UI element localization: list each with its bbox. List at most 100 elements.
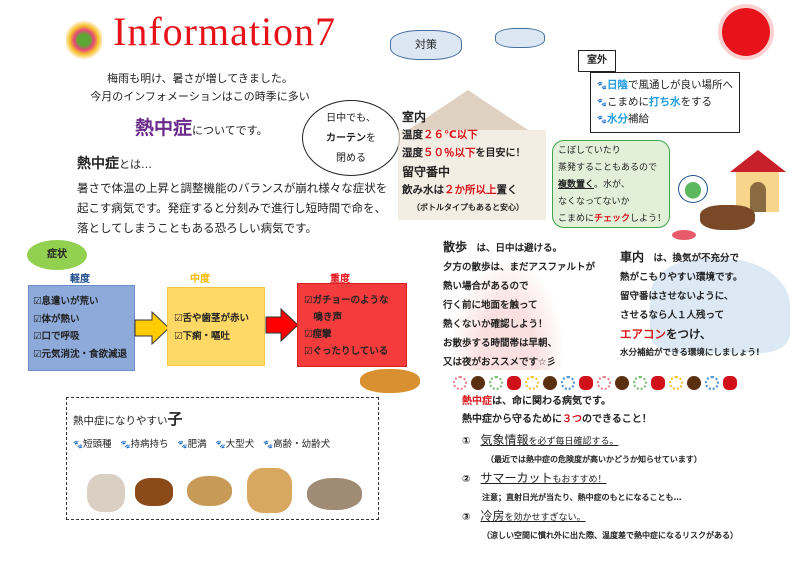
level-severe-label: 重度 xyxy=(330,274,350,285)
about-text: 暑さで体温の上昇と調整機能のバランスが崩れ様々な症状を 起こす病気です。発症する… xyxy=(77,178,417,238)
bubble-line: なくなってないか xyxy=(558,197,630,207)
water-suffix: 置く xyxy=(496,184,518,196)
lantern-icon xyxy=(687,376,701,390)
water-check-bubble: こぼしていたり 蒸発することもあるので 複数置く。水が、 なくなってないか こま… xyxy=(552,140,670,228)
cloud-icon xyxy=(495,28,545,48)
prone-title: 熱中症になりやすい子 xyxy=(73,408,183,429)
outdoor-item: 🐾水分補給 xyxy=(597,111,733,128)
intro-line: 梅雨も明け、暑さが増してきました。 xyxy=(107,72,293,85)
prone-dogs-box: 熱中症になりやすい子 🐾短頭種 🐾持病持ち 🐾肥満 🐾大型犬 🐾高齢・幼齢犬 xyxy=(66,397,379,520)
car-line: させるなら人１人残って xyxy=(620,310,725,321)
car-heading-suffix: は、換気が不充分で xyxy=(653,253,740,264)
curtain-speech-bubble: 日中でも、 カーテンを 閉める xyxy=(302,100,400,176)
water-value: ２か所以上 xyxy=(444,184,497,196)
indoor-heading: 室内 xyxy=(402,110,427,124)
car-line: 水分補給ができる環境にしましょう! xyxy=(620,348,760,358)
decorative-border xyxy=(453,376,741,392)
symptom-item: ☑下痢・嘔吐 xyxy=(174,331,231,342)
intro-line: 今月のインフォメーションはこの時季に多い xyxy=(90,90,310,103)
tip-note: 注意；直射日光が当たり、熱中症のもとになることも… xyxy=(482,493,682,502)
indoor-section: 室内 温度２６℃以下 湿度５０％以下を目安に！ 留守番中 飲み水は２か所以上置く… xyxy=(402,108,526,217)
walk-line: 行く前に地面を触って xyxy=(443,300,538,311)
tanabata-icon xyxy=(66,18,102,62)
food-bowl-icon xyxy=(672,230,696,240)
lantern-icon xyxy=(471,376,485,390)
tip-item: ② サマーカットもおすすめ！ xyxy=(462,471,607,485)
tip-note: （最近では熱中症の危険度が高いかどうか知らせています） xyxy=(486,455,702,464)
symptom-item: ☑ぐったりしている xyxy=(304,346,389,357)
humidity-value: ５０％以下 xyxy=(423,147,476,159)
sun-icon xyxy=(722,8,770,56)
lantern-icon xyxy=(615,376,629,390)
symptom-item: ☑舌や歯茎が赤い xyxy=(174,313,250,324)
bubble-suffix: を xyxy=(366,133,376,144)
firework-icon xyxy=(633,376,647,390)
outdoor-highlight: 日陰 xyxy=(606,79,628,91)
paw-icon: 🐾 xyxy=(597,98,607,107)
bubble-line: こまめに xyxy=(558,214,595,224)
prone-item: 高齢・幼齢犬 xyxy=(273,439,331,450)
bubble-bold: カーテン xyxy=(326,133,366,144)
paw-icon: 🐾 xyxy=(263,440,274,449)
large-dog-icon xyxy=(247,468,292,513)
paw-icon: 🐾 xyxy=(120,440,131,449)
car-heading: 車内 xyxy=(620,250,645,264)
level-mild-label: 軽度 xyxy=(70,274,90,285)
tips-line: 熱中症から守るために xyxy=(462,414,562,425)
outdoor-heading: 室外 xyxy=(578,50,616,72)
outdoor-text: 補給 xyxy=(627,113,649,125)
prone-item: 持病持ち xyxy=(130,439,169,450)
firework-icon xyxy=(453,376,467,390)
bubble-line: しよう！ xyxy=(630,214,667,224)
about-heading-main: 熱中症 xyxy=(77,156,119,172)
about-line: 落としてしまうこともある恐ろしい病気です。 xyxy=(77,221,318,235)
symptom-item: ☑体が熱い xyxy=(33,313,80,325)
firework-icon xyxy=(705,376,719,390)
symptom-item: 鳴き声 xyxy=(304,312,343,323)
outdoor-item: 🐾こまめに打ち水をする xyxy=(597,94,733,111)
firework-icon xyxy=(525,376,539,390)
lantern-icon xyxy=(579,376,593,390)
walk-line: お散歩する時間帯は早朝、 xyxy=(443,338,558,349)
walk-line: 又は夜がおススメです☆彡 xyxy=(443,357,557,368)
tip-rest: を効かせすぎない。 xyxy=(504,513,586,523)
lying-dog-icon xyxy=(700,205,755,230)
prone-item: 短頭種 xyxy=(82,439,112,450)
tip-title: サマーカット xyxy=(480,471,553,485)
outdoor-text: こまめに xyxy=(606,96,649,108)
tips-section: 熱中症は、命に関わる病気です。 熱中症から守るために３つのできること！ ① 気象… xyxy=(462,393,792,545)
outdoor-text: で風通しが良い場所へ xyxy=(627,79,733,91)
fat-dog-icon xyxy=(187,476,232,506)
firework-icon xyxy=(669,376,683,390)
away-heading: 留守番中 xyxy=(402,165,451,179)
about-heading-suffix: とは… xyxy=(119,158,152,171)
car-line: をつけ、 xyxy=(666,327,712,341)
tired-dog-icon xyxy=(360,369,420,393)
pug-icon xyxy=(87,474,125,512)
walking-illustration xyxy=(440,240,575,370)
bubble-bold: 複数置く xyxy=(558,180,595,190)
bubble-line: 日中でも、 xyxy=(326,113,376,124)
symptom-item: ☑元気消沈・食欲減退 xyxy=(33,348,128,360)
walk-line: 夕方の散歩は、まだアスファルトが xyxy=(443,262,596,273)
prone-title-big: 子 xyxy=(167,410,183,428)
dog-bowl-icon xyxy=(678,175,708,203)
moderate-symptoms-box: ☑舌や歯茎が赤い ☑下痢・嘔吐 xyxy=(167,287,265,366)
bubble-line: 閉める xyxy=(336,153,366,164)
firework-icon xyxy=(597,376,611,390)
symptoms-label: 症状 xyxy=(27,240,87,270)
water-note: （ボトルタイプもあると安心） xyxy=(412,203,524,212)
paw-icon: 🐾 xyxy=(597,115,607,124)
prone-item: 大型犬 xyxy=(225,439,255,450)
lantern-icon xyxy=(723,376,737,390)
car-line: 熱がこもりやすい環境です。 xyxy=(620,272,743,283)
topic-line: 熱中症についてです。 xyxy=(135,113,268,140)
lantern-icon xyxy=(507,376,521,390)
about-line: 暑さで体温の上昇と調整機能のバランスが崩れ様々な症状を xyxy=(77,181,388,195)
tip-rest: を必ず毎日確認する。 xyxy=(528,437,619,447)
symptom-item: ☑口で呼吸 xyxy=(33,331,80,342)
outdoor-highlight: 水分 xyxy=(606,113,628,125)
tips-line: は、命に関わる病気です。 xyxy=(492,396,611,407)
tip-rest: もおすすめ！ xyxy=(552,475,607,485)
walk-line: 熱くないか確認しよう！ xyxy=(443,319,548,330)
